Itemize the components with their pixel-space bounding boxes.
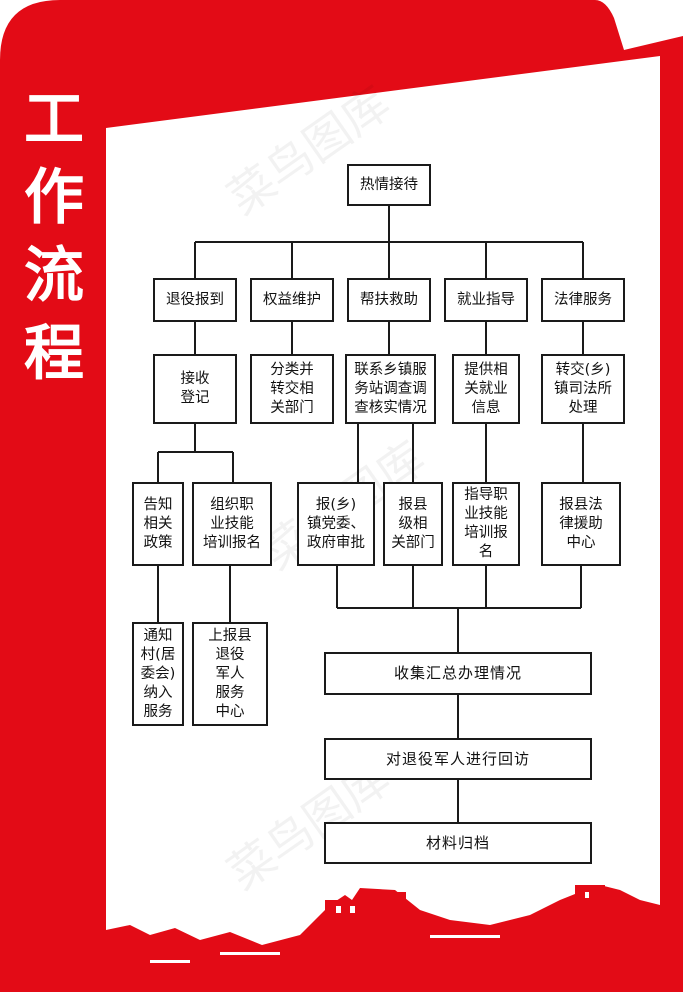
node-rights-protection: 权益维护 — [250, 278, 334, 322]
title-char-2: 作 — [24, 163, 84, 233]
node-classify-transfer: 分类并 转交相 关部门 — [250, 354, 334, 424]
node-retirement-report: 退役报到 — [153, 278, 237, 322]
node-training-signup: 组织职 业技能 培训报名 — [192, 482, 272, 566]
node-justice-office: 转交(乡) 镇司法所 处理 — [541, 354, 625, 424]
node-employment-info: 提供相 关就业 信息 — [452, 354, 520, 424]
node-assistance-relief: 帮扶救助 — [347, 278, 431, 322]
node-guide-training: 指导职 业技能 培训报 名 — [452, 482, 520, 566]
wall-details — [150, 892, 589, 963]
node-receive-register: 接收 登记 — [153, 354, 237, 424]
title-char-1: 工 — [24, 85, 84, 155]
node-warm-reception: 热情接待 — [347, 164, 431, 206]
node-employment-guidance: 就业指导 — [444, 278, 528, 322]
node-contact-township: 联系乡镇服 务站调查调 查核实情况 — [345, 354, 436, 424]
node-report-service-center: 上报县 退役 军人 服务 中心 — [192, 622, 268, 726]
node-county-departments: 报县 级相 关部门 — [383, 482, 443, 566]
node-legal-aid-center: 报县法 律援助 中心 — [541, 482, 621, 566]
node-notify-village: 通知 村(居 委会) 纳入 服务 — [132, 622, 184, 726]
node-inform-policy: 告知 相关 政策 — [132, 482, 184, 566]
title-char-3: 流 — [24, 241, 84, 311]
node-follow-up-visit: 对退役军人进行回访 — [324, 738, 592, 780]
node-collect-summary: 收集汇总办理情况 — [324, 652, 592, 695]
node-township-approval: 报(乡) 镇党委、 政府审批 — [297, 482, 375, 566]
node-legal-service: 法律服务 — [541, 278, 625, 322]
title-char-4: 程 — [24, 319, 84, 389]
node-archive-materials: 材料归档 — [324, 822, 592, 864]
